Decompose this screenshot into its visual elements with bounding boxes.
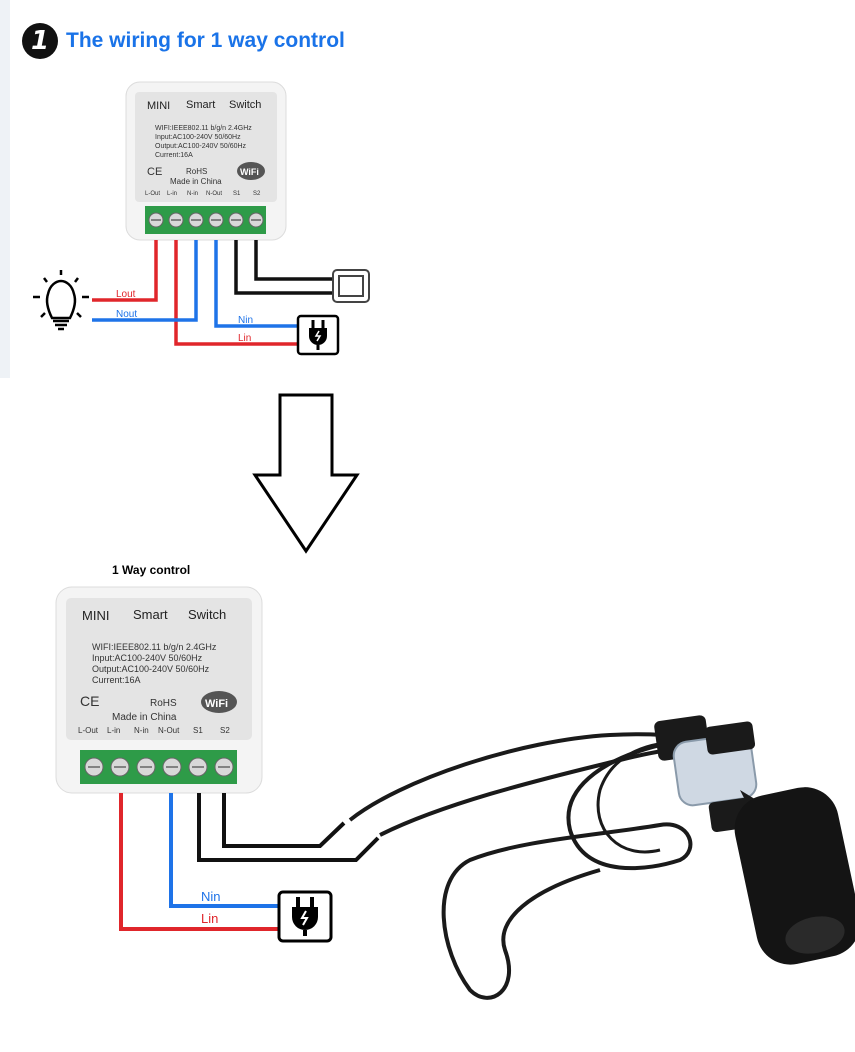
light-bulb-icon: [33, 270, 89, 331]
down-arrow-icon: [252, 393, 360, 554]
spec-current: Current:16A: [155, 152, 193, 159]
spec-output: Output:AC100-240V 50/60Hz: [92, 664, 210, 674]
nin-label: Nin: [238, 315, 253, 326]
terminal-label: N-Out: [158, 726, 180, 735]
nout-wire: [92, 240, 198, 322]
s1-wire: [234, 240, 332, 295]
spec-current: Current:16A: [92, 675, 141, 685]
spec-input: Input:AC100-240V 50/60Hz: [155, 134, 241, 141]
terminal-label: L-in: [107, 726, 120, 735]
spec-output: Output:AC100-240V 50/60Hz: [155, 143, 247, 150]
top-smart-switch-module: MINI Smart Switch WIFI:IEEE802.11 b/g/n …: [125, 81, 287, 241]
lin-wire: [174, 240, 298, 346]
ce-mark: CE: [147, 166, 162, 178]
brand-smart: Smart: [133, 607, 168, 622]
ce-mark: CE: [80, 693, 99, 709]
terminal-label: L-Out: [145, 191, 160, 197]
spec-input: Input:AC100-240V 50/60Hz: [92, 653, 203, 663]
terminal-label: S1: [233, 191, 241, 197]
nout-label: Nout: [116, 309, 137, 320]
lout-wire: [92, 240, 158, 302]
wifi-logo-text: WiFi: [205, 698, 228, 710]
made-in-label: Made in China: [112, 712, 177, 723]
spec-wifi: WIFI:IEEE802.11 b/g/n 2.4GHz: [155, 125, 252, 132]
power-plug-icon: [277, 890, 333, 943]
rohs-label: RoHS: [186, 167, 207, 176]
lout-label: Lout: [116, 289, 136, 300]
power-plug-icon: [296, 314, 340, 356]
s2-wire: [222, 793, 346, 848]
bottom-wires: [119, 793, 380, 931]
brand-mini: MINI: [147, 100, 170, 112]
terminal-block: [80, 750, 237, 784]
made-in-label: Made in China: [170, 177, 222, 186]
brand-smart: Smart: [186, 99, 215, 111]
s1-wire: [197, 793, 380, 862]
terminal-label: N-in: [134, 726, 149, 735]
wall-switch-icon: [332, 269, 370, 303]
bottom-smart-switch-module: MINI Smart Switch WIFI:IEEE802.11 b/g/n …: [55, 586, 263, 794]
lin-label: Lin: [201, 911, 218, 926]
rohs-label: RoHS: [150, 698, 177, 709]
nin-wire: [214, 240, 298, 328]
diagram-caption: 1 Way control: [112, 563, 191, 577]
terminal-label: N-Out: [206, 191, 222, 197]
terminal-label: S2: [220, 726, 230, 735]
float-switch-icon: [348, 715, 855, 1000]
terminal-label: N-in: [187, 191, 198, 197]
terminal-label: L-Out: [78, 726, 99, 735]
brand-switch: Switch: [188, 607, 226, 622]
wifi-logo-text: WiFi: [240, 167, 259, 177]
top-wires: [92, 240, 332, 346]
nin-label: Nin: [201, 889, 221, 904]
brand-mini: MINI: [82, 608, 109, 623]
lin-label: Lin: [238, 333, 251, 344]
wifi-logo-icon: WiFi: [201, 691, 237, 713]
terminal-label: S1: [193, 726, 203, 735]
step-number-badge: 1: [22, 23, 58, 59]
nin-wire: [169, 793, 278, 908]
s2-wire: [254, 240, 332, 281]
top-panel-background: [0, 0, 10, 378]
spec-wifi: WIFI:IEEE802.11 b/g/n 2.4GHz: [92, 642, 217, 652]
terminal-label: L-in: [167, 191, 177, 197]
terminal-block: [145, 206, 266, 234]
lin-wire: [119, 793, 278, 931]
section-title: The wiring for 1 way control: [66, 29, 345, 52]
terminal-label: S2: [253, 191, 261, 197]
wifi-logo-icon: WiFi: [237, 162, 265, 180]
section-header: 1 The wiring for 1 way control: [22, 23, 345, 59]
brand-switch: Switch: [229, 99, 261, 111]
